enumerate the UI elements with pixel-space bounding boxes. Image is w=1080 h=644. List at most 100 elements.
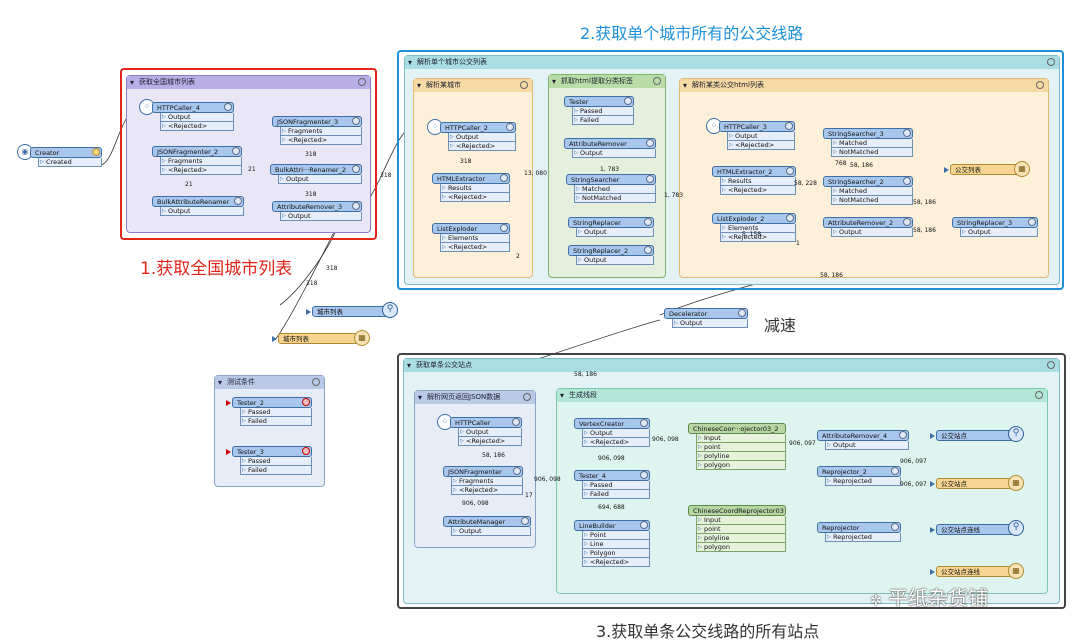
gear-icon[interactable] <box>646 175 654 183</box>
port[interactable]: Fragments <box>451 477 523 486</box>
transformer-stringsearcher[interactable]: StringSearcher Matched NotMatched <box>566 174 656 203</box>
port[interactable]: point <box>696 443 786 452</box>
gear-icon[interactable] <box>653 77 661 85</box>
transformer-bulkattributerenamer[interactable]: BulkAttributeRenamer Output <box>152 196 244 216</box>
gear-icon[interactable] <box>640 521 648 529</box>
inspector-bus-stop-lines[interactable]: 公交站点连线 ⚲ <box>930 520 1024 536</box>
port[interactable]: <Rejected> <box>440 243 510 252</box>
transformer-attributeremover-4[interactable]: AttributeRemover_4 Output <box>817 430 909 450</box>
port[interactable]: <Rejected> <box>582 558 650 567</box>
port[interactable]: Output <box>576 256 654 265</box>
port[interactable]: Results <box>440 184 510 193</box>
port[interactable]: Output <box>576 228 654 237</box>
gear-icon[interactable] <box>92 148 100 156</box>
gear-icon[interactable] <box>520 81 528 89</box>
transformer-chinesecoordreprojector[interactable]: ChineseCoordReprojector03 Input point po… <box>688 505 786 552</box>
port[interactable]: Matched <box>831 187 913 196</box>
port[interactable]: <Rejected> <box>448 142 516 151</box>
gear-icon[interactable] <box>624 97 632 105</box>
transformer-stringreplacer-2[interactable]: StringReplacer_2 Output <box>568 245 654 265</box>
writer-bus-list[interactable]: 公交列表 ▦ <box>944 161 1030 177</box>
port[interactable]: Output <box>458 428 522 437</box>
transformer-httpcaller-2[interactable]: ⁘ HTTPCaller_2 Output <Rejected> <box>427 119 516 151</box>
gear-icon[interactable] <box>644 246 652 254</box>
transformer-jsonfragmenter-2[interactable]: JSONFragmenter_2 Fragments <Rejected> <box>152 146 242 175</box>
port[interactable]: Output <box>572 149 656 158</box>
gear-icon[interactable] <box>640 471 648 479</box>
transformer-stringsearcher-2[interactable]: StringSearcher_2 Matched NotMatched <box>823 176 913 205</box>
gear-icon[interactable] <box>352 202 360 210</box>
gear-icon[interactable] <box>644 218 652 226</box>
gear-icon[interactable] <box>1036 81 1044 89</box>
port[interactable]: Matched <box>831 139 913 148</box>
port[interactable]: Elements <box>440 234 510 243</box>
port[interactable]: Point <box>582 531 650 540</box>
gear-icon[interactable] <box>512 418 520 426</box>
port[interactable]: Output <box>278 175 362 184</box>
port[interactable]: Passed <box>240 408 312 417</box>
port[interactable]: Fragments <box>280 127 362 136</box>
port[interactable]: Output <box>727 132 795 141</box>
gear-icon[interactable] <box>899 431 907 439</box>
transformer-listexploder[interactable]: ListExploder Elements <Rejected> <box>432 223 510 252</box>
port[interactable]: Output <box>451 527 531 536</box>
port[interactable]: Line <box>582 540 650 549</box>
gear-icon[interactable] <box>302 447 310 455</box>
gear-icon[interactable] <box>646 139 654 147</box>
transformer-httpcaller-4[interactable]: ⁘ HTTPCaller_4 Output <Rejected> <box>139 99 234 131</box>
port[interactable]: Fragments <box>160 157 242 166</box>
port[interactable]: Output <box>825 441 909 450</box>
transformer-bulkattributerenamer-2[interactable]: BulkAttri···Renamer_2 Output <box>270 164 362 184</box>
gear-icon[interactable] <box>513 467 521 475</box>
transformer-tester[interactable]: Tester Passed Failed <box>564 96 634 125</box>
transformer-htmlextractor[interactable]: HTMLExtractor Results <Rejected> <box>432 173 510 202</box>
port[interactable]: Output <box>160 113 234 122</box>
transformer-httpcaller[interactable]: ⁘ HTTPCaller Output <Rejected> <box>437 414 522 446</box>
gear-icon[interactable] <box>903 177 911 185</box>
port[interactable]: Passed <box>240 457 312 466</box>
gear-icon[interactable] <box>891 467 899 475</box>
port[interactable]: Output <box>831 228 913 237</box>
port[interactable]: Passed <box>572 107 634 116</box>
transformer-jsonfragmenter-3[interactable]: JSONFragmenter_3 Fragments <Rejected> <box>272 116 362 145</box>
port[interactable]: Output <box>448 133 516 142</box>
gear-icon[interactable] <box>891 523 899 531</box>
transformer-stringreplacer[interactable]: StringReplacer Output <box>568 217 654 237</box>
transformer-attributeremover[interactable]: AttributeRemover Output <box>564 138 656 158</box>
writer-bus-stop-lines[interactable]: 公交站点连线 ▦ <box>930 563 1024 579</box>
gear-icon[interactable] <box>312 378 320 386</box>
port[interactable]: Passed <box>582 481 650 490</box>
port[interactable]: <Rejected> <box>458 437 522 446</box>
port[interactable]: Output <box>160 207 244 216</box>
port[interactable]: Failed <box>240 466 312 475</box>
transformer-decelerator[interactable]: Decelerator Output <box>664 308 748 328</box>
gear-icon[interactable] <box>1035 391 1043 399</box>
port[interactable]: Failed <box>572 116 634 125</box>
port[interactable]: Output <box>582 429 650 438</box>
gear-icon[interactable] <box>786 167 794 175</box>
port[interactable]: Matched <box>574 185 656 194</box>
port[interactable]: <Rejected> <box>451 486 523 495</box>
gear-icon[interactable] <box>785 122 793 130</box>
gear-icon[interactable] <box>1047 58 1055 66</box>
gear-icon[interactable] <box>786 214 794 222</box>
port[interactable]: Created <box>38 158 102 167</box>
gear-icon[interactable] <box>232 147 240 155</box>
port[interactable]: <Rejected> <box>727 141 795 150</box>
port[interactable]: Reprojected <box>825 533 901 542</box>
port[interactable]: polygon <box>696 543 786 552</box>
port[interactable]: <Rejected> <box>280 136 362 145</box>
transformer-listexploder-2[interactable]: ListExploder_2 Elements <Rejected> <box>712 213 796 242</box>
port[interactable]: <Rejected> <box>582 438 650 447</box>
inspector-city-list[interactable]: 城市列表 ⚲ <box>306 302 398 318</box>
port[interactable]: Polygon <box>582 549 650 558</box>
gear-icon[interactable] <box>521 517 529 525</box>
gear-icon[interactable] <box>500 224 508 232</box>
writer-bus-stops[interactable]: 公交站点 ▦ <box>930 475 1024 491</box>
gear-icon[interactable] <box>640 419 648 427</box>
gear-icon[interactable] <box>352 165 360 173</box>
gear-icon[interactable] <box>224 103 232 111</box>
transformer-stringreplacer-3[interactable]: StringReplacer_3 Output <box>952 217 1038 237</box>
writer-city-list[interactable]: 城市列表 ▦ <box>272 330 370 346</box>
inspector-bus-stops[interactable]: 公交站点 ⚲ <box>930 426 1024 442</box>
